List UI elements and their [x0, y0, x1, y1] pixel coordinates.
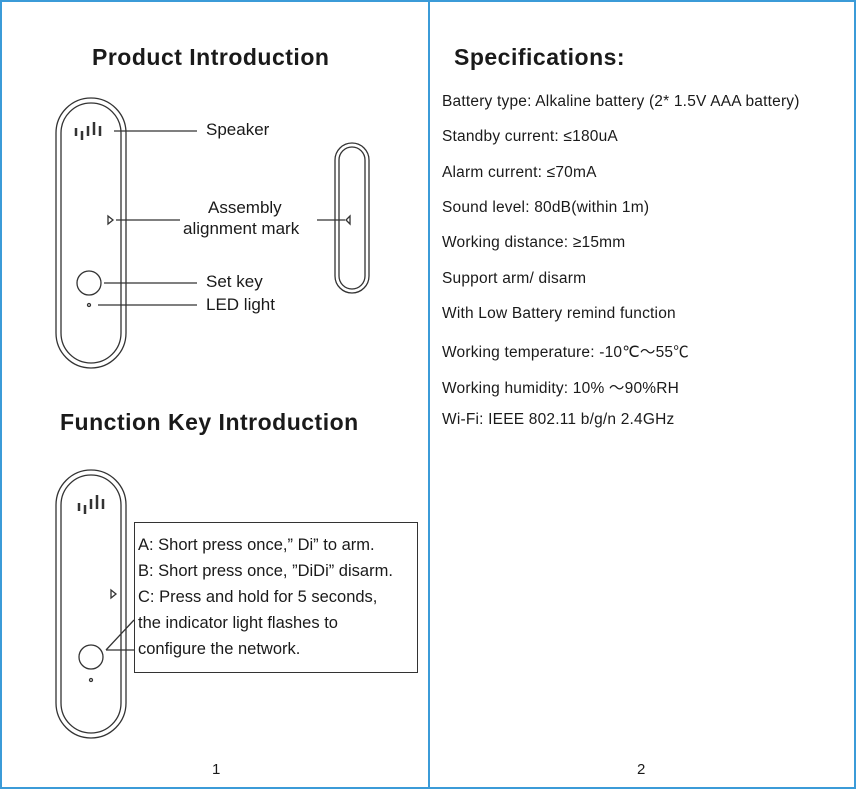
page-number-2: 2: [637, 761, 646, 778]
function-line: the indicator light flashes to: [138, 614, 338, 632]
set-key-label: Set key: [206, 272, 263, 291]
alignment-mark-icon: [107, 214, 115, 226]
spec-item: Sound level: 80dB(within 1m): [442, 199, 650, 216]
function-line: C: Press and hold for 5 seconds,: [138, 588, 378, 606]
spec-item: Working humidity: 10% 〜90%RH: [442, 380, 680, 397]
page-divider: [428, 2, 430, 787]
led-icon: [86, 302, 92, 308]
spec-item: Working distance: ≥15mm: [442, 234, 626, 251]
spec-item: Working temperature: -10℃〜55℃: [442, 344, 689, 361]
speaker-label: Speaker: [206, 120, 270, 139]
spec-item: Support arm/ disarm: [442, 270, 587, 287]
product-intro-title: Product Introduction: [92, 44, 330, 70]
function-key-title: Function Key Introduction: [60, 409, 359, 435]
magnet-device-diagram: [317, 142, 370, 294]
spec-item: Wi-Fi: IEEE 802.11 b/g/n 2.4GHz: [442, 411, 675, 428]
page-number-1: 1: [212, 761, 221, 778]
led-label: LED light: [206, 295, 275, 314]
sensor-device-diagram: [55, 97, 197, 369]
device-diagrams: [55, 97, 370, 739]
spec-item: Battery type: Alkaline battery (2* 1.5V …: [442, 93, 800, 110]
speaker-icon: [74, 122, 102, 140]
function-line: configure the network.: [138, 640, 301, 658]
function-line: B: Short press once, ”DiDi” disarm.: [138, 562, 393, 580]
spec-item: Standby current: ≤180uA: [442, 128, 618, 145]
specifications-title: Specifications:: [454, 44, 626, 70]
assembly-label-2: alignment mark: [183, 219, 300, 238]
set-key-icon: [76, 270, 102, 296]
spec-item: Alarm current: ≤70mA: [442, 164, 597, 181]
spec-item: With Low Battery remind function: [442, 305, 676, 322]
assembly-label-1: Assembly: [208, 198, 282, 217]
function-description-box: A: Short press once,” Di” to arm. B: Sho…: [134, 522, 418, 673]
function-device-diagram: [55, 469, 135, 739]
function-line: A: Short press once,” Di” to arm.: [138, 536, 375, 554]
